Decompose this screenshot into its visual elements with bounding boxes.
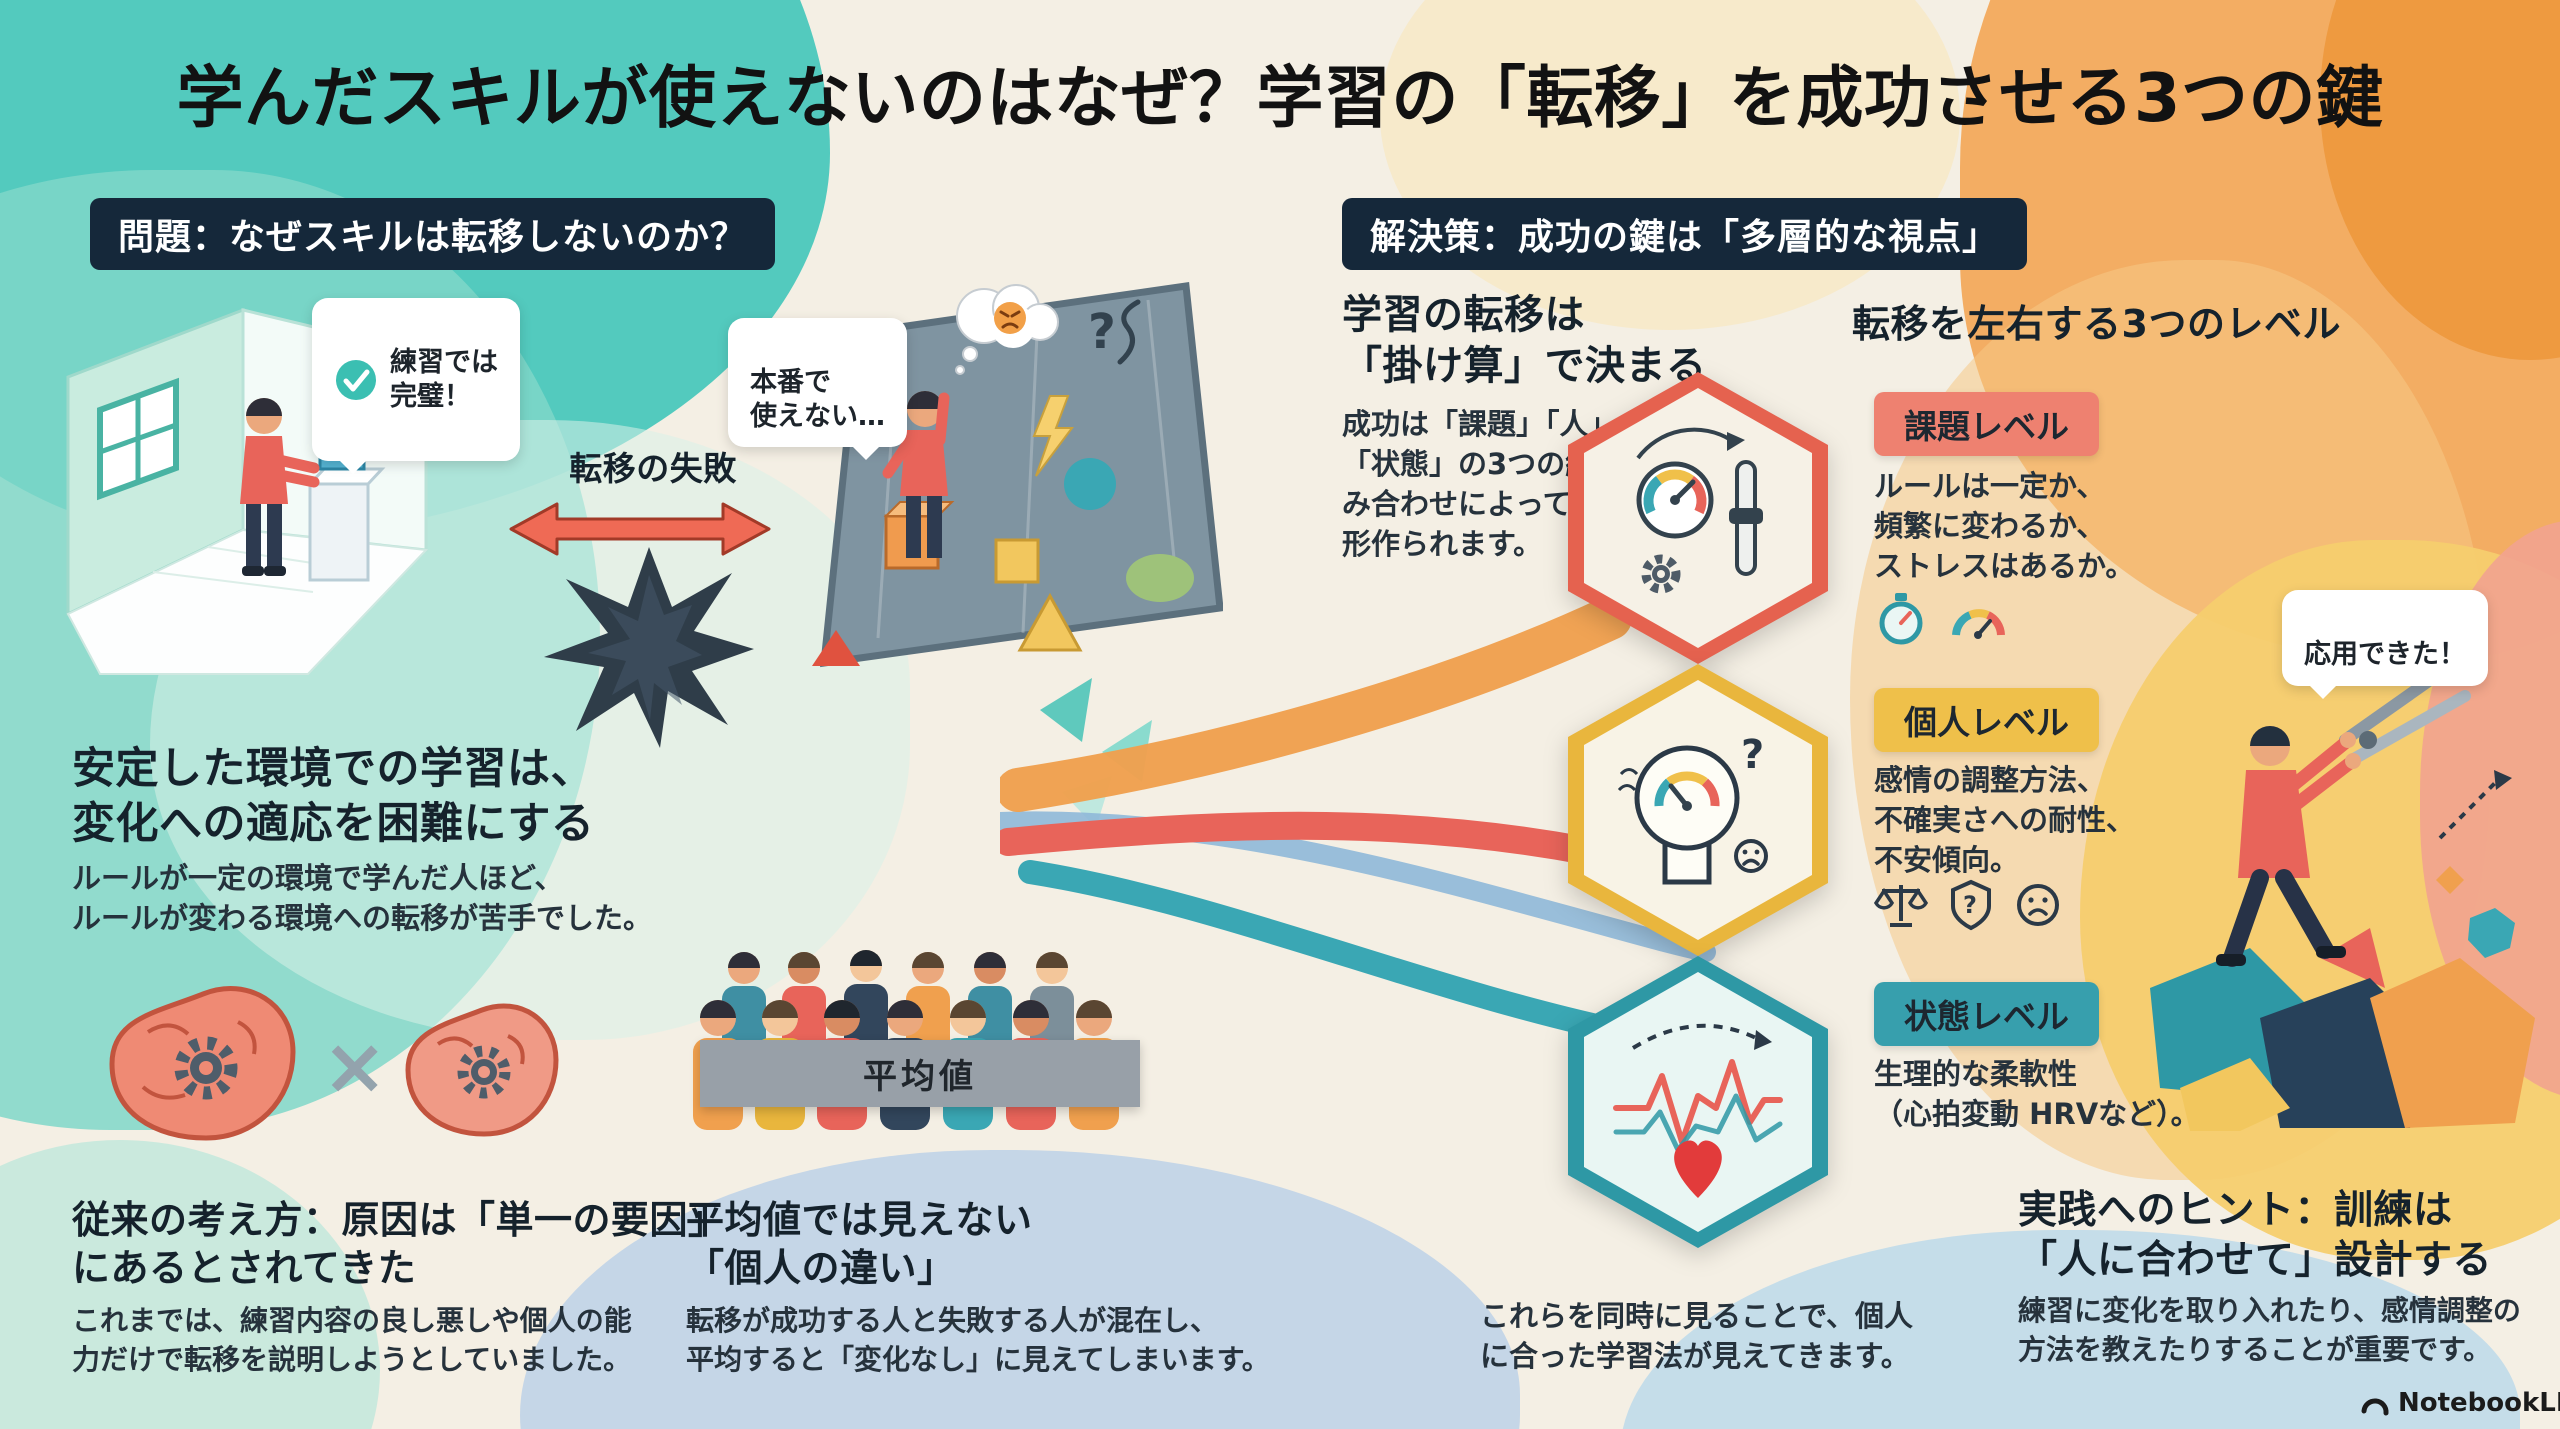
flow-ribbons-illustration — [1000, 596, 1716, 1044]
task-gauge-icon — [1636, 427, 1763, 594]
notebooklm-logo-icon — [2361, 1398, 2389, 1416]
practice-room-illustration — [66, 307, 429, 675]
average-heading: 平均値では見えない 「個人の違い」 — [686, 1198, 1033, 1291]
real-world-speech-bubble: 本番で 使えない… — [728, 318, 907, 461]
multiplication-heading: 学習の転移は 「掛け算」で決まる — [1342, 292, 1707, 389]
average-body: 転移が成功する人と失敗する人が混在し、 平均すると「変化なし」に見えてしまいます… — [686, 1304, 1270, 1376]
applied-speech-bubble: 応用できた！ — [2282, 590, 2488, 698]
traditional-view-body: これまでは、練習内容の良し悪しや個人の能 力だけで転移を説明しようとしていました… — [72, 1304, 632, 1376]
brain-icon — [405, 1003, 559, 1137]
heartbeat-icon — [1613, 1023, 1783, 1198]
level-body-state: 生理的な柔軟性 （心拍変動 HRVなど）。 — [1874, 1057, 2200, 1132]
practice-hint-heading: 実践へのヒント：訓練は 「人に合わせて」設計する — [2018, 1188, 2493, 1283]
level-pill-person: 個人レベル — [1874, 688, 2099, 752]
practice-bubble-text: 練習では 完璧！ — [390, 346, 498, 412]
brand-name: NotebookLM — [2398, 1388, 2560, 1418]
traditional-view-heading: 従来の考え方：原因は「単一の要因」 にあるとされてきた — [72, 1198, 727, 1291]
solution-section-badge: 解決策：成功の鍵は「多層的な視点」 — [1342, 198, 2028, 270]
scales-icon — [1874, 885, 1928, 927]
real-bubble-text: 本番で 使えない… — [750, 366, 885, 432]
shield-question-mark: ? — [1963, 891, 1977, 919]
mind-gauge-icon: ? — [1617, 732, 1768, 885]
stable-environment-heading: 安定した環境での学習は、 変化への適応を困難にする — [72, 744, 595, 849]
task-level-hexagon — [1568, 372, 1828, 664]
average-banner: 平均値 — [700, 1040, 1140, 1107]
person-question-mark: ? — [1741, 732, 1764, 778]
state-level-hexagon — [1568, 956, 1828, 1248]
page-title: 学んだスキルが使えないのはなぜ？学習の「転移」を成功させる3つの鍵 — [176, 59, 2384, 137]
shield-question-icon: ? — [1951, 879, 1991, 931]
level-pill-state: 状態レベル — [1874, 982, 2099, 1046]
practice-hint-body: 練習に変化を取り入れたり、感情調整の 方法を教えたりすることが重要です。 — [2018, 1294, 2521, 1366]
chaos-room-illustration: ? — [812, 282, 1223, 668]
brain-icon — [109, 986, 296, 1141]
multiplication-body: 成功は「課題」「人」 「状態」の3つの組 み合わせによって 形作られます。 — [1342, 407, 1618, 562]
double-arrow-icon — [509, 502, 771, 556]
level-body-task: ルールは一定か、 頻繁に変わるか、 ストレスはあるか。 — [1874, 469, 2135, 584]
brand-footer: NotebookLM — [2360, 1388, 2560, 1418]
person-level-hexagon: ? — [1568, 664, 1828, 956]
problem-section-badge: 問題：なぜスキルは転移しないのか？ — [90, 198, 776, 270]
multiply-sign: × — [322, 1022, 388, 1112]
stopwatch-icon — [1879, 593, 1923, 645]
transfer-failure-label: 転移の失敗 — [569, 449, 737, 488]
simultaneous-note: これらを同時に見ることで、個人 に合った学習法が見えてきます。 — [1480, 1299, 1913, 1374]
level-body-person: 感情の調整方法、 不確実さへの耐性、 不安傾向。 — [1874, 763, 2136, 878]
stable-environment-body: ルールが一定の環境で学んだ人ほど、 ルールが変わる環境への転移が苦手でした。 — [72, 861, 653, 936]
gauge-icon — [1952, 609, 2005, 639]
levels-heading: 転移を左右する3つのレベル — [1852, 302, 2341, 346]
applied-bubble-text: 応用できた！ — [2304, 638, 2466, 670]
check-icon — [336, 359, 376, 400]
sad-face-icon — [2017, 884, 2059, 926]
level-pill-task: 課題レベル — [1874, 392, 2099, 456]
chaos-question-mark: ? — [1088, 304, 1116, 360]
background-blob — [1380, 0, 1960, 330]
angry-thought-cloud-icon — [955, 284, 1059, 375]
applied-person-illustration — [2150, 660, 2535, 1131]
crack-icon — [544, 547, 754, 748]
practice-speech-bubble: 練習では 完璧！ — [312, 298, 520, 474]
